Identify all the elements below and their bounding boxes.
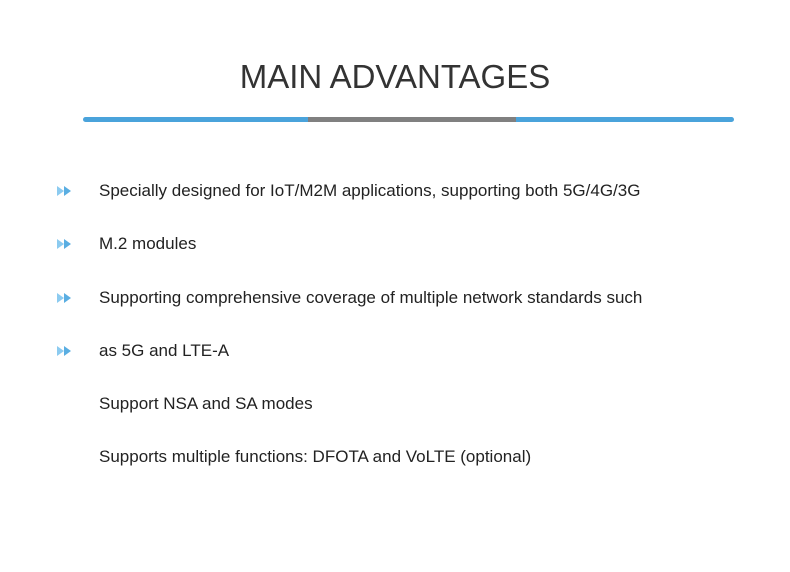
list-item: M.2 modules [99,234,197,253]
list-item: as 5G and LTE-A [99,341,230,360]
list-item: Supports multiple functions: DFOTA and V… [99,447,532,466]
double-arrow-bullet-icon [57,186,71,196]
double-arrow-bullet-icon [57,346,71,356]
double-arrow-bullet-icon [57,293,71,303]
page-title: MAIN ADVANTAGES [239,58,551,95]
list-item: Support NSA and SA modes [99,394,313,413]
list-item: Specially designed for IoT/M2M applicati… [99,181,641,200]
list-item: Supporting comprehensive coverage of mul… [99,288,643,307]
double-arrow-bullet-icon [57,239,71,249]
title-divider [83,117,734,122]
